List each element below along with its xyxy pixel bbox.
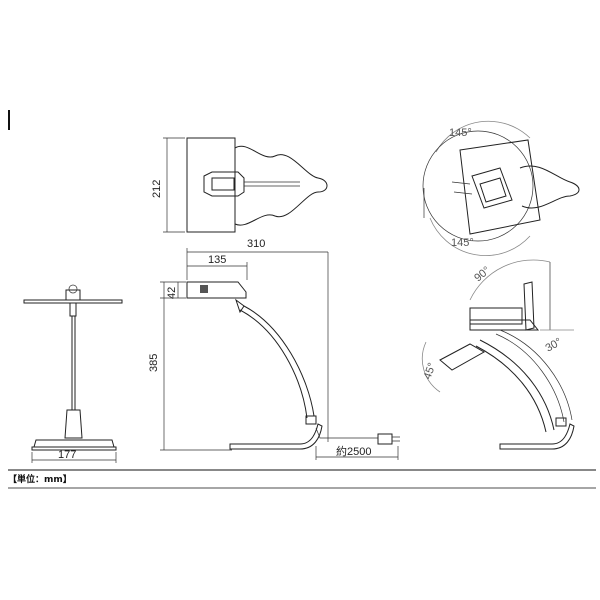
- dim-total-height: 385: [148, 354, 160, 372]
- tilt-view: 30° 90° 45°: [422, 259, 575, 450]
- angle-arm-tilt: 30°: [544, 336, 564, 355]
- dim-head-length: 135: [208, 254, 226, 266]
- dim-base-width: 177: [58, 449, 76, 461]
- dim-head-height: 42: [166, 287, 178, 299]
- angle-rotate-top: 145°: [449, 127, 472, 139]
- section-marker: [8, 110, 10, 130]
- angle-head-tilt: 90°: [472, 264, 492, 284]
- front-view: 177: [23, 284, 123, 463]
- angle-head-down: 45°: [422, 361, 439, 381]
- dim-cord-length: 約2500: [336, 444, 371, 458]
- side-view: 310 135 42 385 約2500: [148, 238, 400, 460]
- angle-rotate-bottom: 145°: [451, 237, 474, 249]
- unit-label: 【単位：mm】: [8, 473, 72, 485]
- dim-total-width: 310: [247, 238, 265, 250]
- top-view: 212: [151, 137, 328, 233]
- rotation-view: 145° 145°: [422, 120, 580, 256]
- dim-depth: 212: [151, 180, 163, 198]
